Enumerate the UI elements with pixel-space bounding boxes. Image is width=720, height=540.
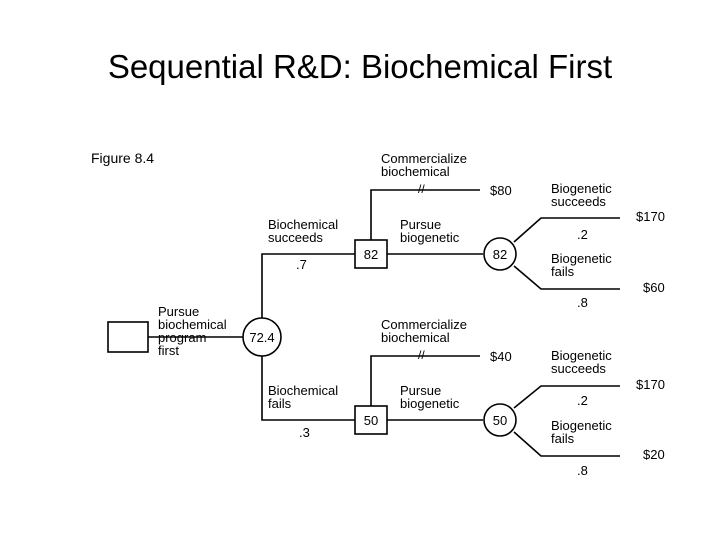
branch-biochemical-succeeds xyxy=(261,253,355,322)
chance-node-top xyxy=(483,237,517,271)
payoff-commercialize-bottom: $40 xyxy=(490,349,512,364)
pruned-marker-bottom: // xyxy=(418,348,425,362)
root-decision-box xyxy=(107,321,149,353)
branch-biogenetic-fails-top xyxy=(513,265,620,290)
payoff-biogenetic-succeeds-bottom: $170 xyxy=(636,377,665,392)
root-chance-value: 72.4 xyxy=(249,330,275,345)
label-commercialize-biochemical-bottom: Commercialize biochemical xyxy=(381,317,467,345)
branch-biogenetic-succeeds-bottom xyxy=(513,385,620,409)
branch-biochemical-fails xyxy=(261,352,355,421)
label-pursue-biogenetic-top: Pursue biogenetic xyxy=(400,217,460,245)
label-pursue-biochemical-first: Pursue biochemical program first xyxy=(158,304,227,358)
chance-bottom-value: 50 xyxy=(492,413,508,428)
label-biogenetic-succeeds-top: Biogenetic succeeds xyxy=(551,181,612,209)
page-title: Sequential R&D: Biochemical First xyxy=(107,48,613,85)
label-commercialize-biochemical-top: Commercialize biochemical xyxy=(381,151,467,179)
figure-label: Figure 8.4 xyxy=(91,150,155,166)
decision-node-top xyxy=(354,239,388,269)
prob-biogenetic-fails-top: .8 xyxy=(577,295,588,310)
chance-top-value: 82 xyxy=(492,247,508,262)
decision-bottom-value: 50 xyxy=(363,413,379,428)
branch-biogenetic-succeeds-top xyxy=(513,217,620,243)
prob-biochemical-succeeds: .7 xyxy=(296,257,307,272)
label-biochemical-succeeds: Biochemical succeeds xyxy=(268,217,339,245)
label-biogenetic-succeeds-bottom: Biogenetic succeeds xyxy=(551,348,612,376)
chance-node-bottom xyxy=(483,403,517,437)
prob-biogenetic-succeeds-top: .2 xyxy=(577,227,588,242)
label-pursue-biogenetic-bottom: Pursue biogenetic xyxy=(400,383,460,411)
payoff-biogenetic-fails-top: $60 xyxy=(643,280,665,295)
decision-node-bottom xyxy=(354,405,388,435)
label-biogenetic-fails-bottom: Biogenetic fails xyxy=(551,418,612,446)
decision-top-value: 82 xyxy=(363,247,379,262)
prob-biogenetic-succeeds-bottom: .2 xyxy=(577,393,588,408)
pruned-marker-top: // xyxy=(418,182,425,196)
prob-biochemical-fails: .3 xyxy=(299,425,310,440)
payoff-biogenetic-fails-bottom: $20 xyxy=(643,447,665,462)
label-biochemical-fails: Biochemical fails xyxy=(268,383,339,411)
payoff-biogenetic-succeeds-top: $170 xyxy=(636,209,665,224)
prob-biogenetic-fails-bottom: .8 xyxy=(577,463,588,478)
branch-biogenetic-fails-bottom xyxy=(513,431,620,457)
payoff-commercialize-top: $80 xyxy=(490,183,512,198)
label-biogenetic-fails-top: Biogenetic fails xyxy=(551,251,612,279)
branch-commercialize-bottom xyxy=(370,355,480,406)
root-chance-node xyxy=(242,317,282,357)
branch-commercialize-top xyxy=(370,189,480,240)
